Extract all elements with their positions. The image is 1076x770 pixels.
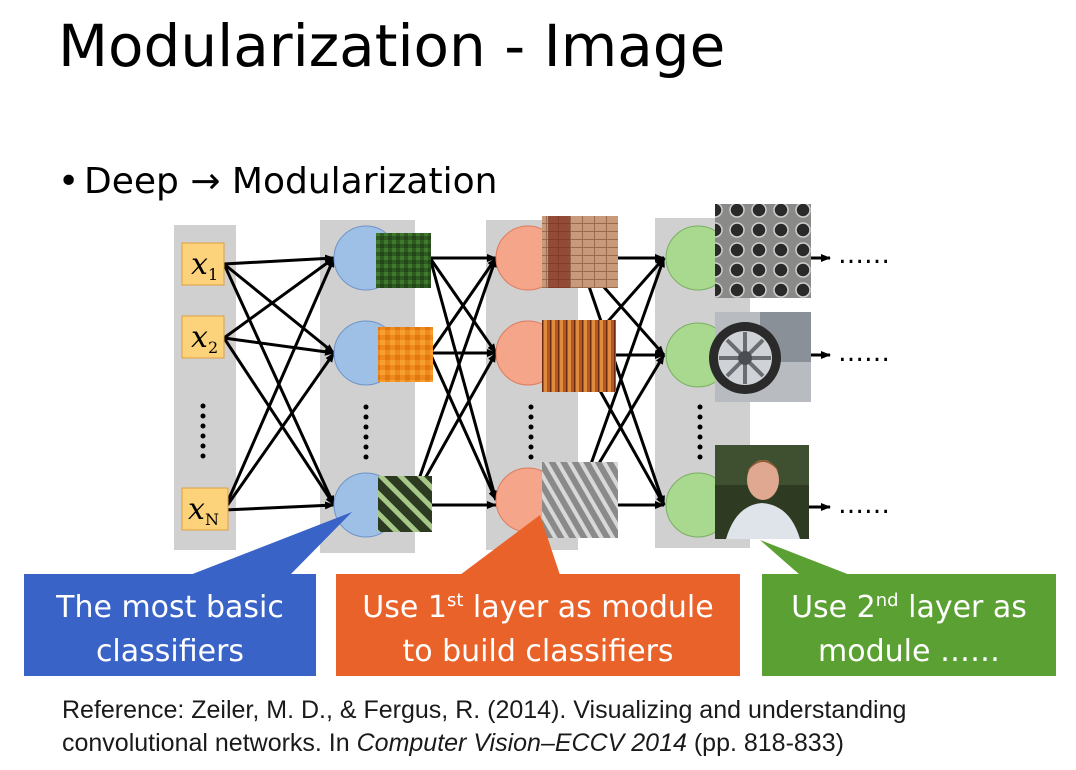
- callout-first-layer-line2: to build classifiers: [402, 634, 674, 669]
- input-x2-sub: 2: [208, 338, 218, 357]
- input-node-x1: x 1: [181, 242, 225, 286]
- reference-citation: Reference: Zeiler, M. D., & Fergus, R. (…: [62, 694, 906, 760]
- input-node-xN: x N: [181, 487, 229, 531]
- feature-image-stripe-texture: [542, 462, 618, 538]
- reference-venue: Computer Vision–ECCV 2014: [356, 729, 687, 757]
- feature-image-brick-dark-band: [548, 216, 570, 288]
- output-arrows: [808, 254, 831, 511]
- feature-image-wood-texture: [542, 320, 616, 392]
- output-ellipsis-bot: ……: [838, 490, 890, 520]
- connections-input-layer1: [222, 254, 336, 512]
- reference-line2-pre: convolutional networks. In: [62, 729, 357, 757]
- input-node-x2: x 2: [181, 315, 225, 359]
- reference-pages: (pp. 818-833): [686, 729, 844, 757]
- orange-callout-pointer: [460, 515, 560, 575]
- callout-first-layer-line1: Use 1st layer as module: [336, 586, 740, 630]
- callout-second-layer-sup: nd: [875, 590, 899, 611]
- callout-second-layer-line1: Use 2nd layer as: [762, 586, 1056, 630]
- feature-image-orange-patch: [378, 327, 433, 382]
- callout-first-layer-module: Use 1st layer as module to build classif…: [336, 574, 740, 676]
- reference-line1: Reference: Zeiler, M. D., & Fergus, R. (…: [62, 696, 907, 724]
- bullet-dot: •: [58, 161, 80, 202]
- callout-second-layer-line2: module ……: [818, 634, 1000, 669]
- output-ellipsis-mid: ……: [838, 338, 890, 368]
- input-x1-sub: 1: [208, 265, 218, 284]
- callout-basic-line1: The most basic: [56, 590, 284, 625]
- feature-image-green-patch: [376, 233, 431, 288]
- callout-second-layer-pre: Use 2: [791, 590, 876, 625]
- reference-line2: convolutional networks. In Computer Visi…: [62, 727, 906, 760]
- connections-layer1-layer2: [408, 254, 498, 509]
- callout-second-layer-module: Use 2nd layer as module ……: [762, 574, 1056, 676]
- bullet-point: •Deep → Modularization: [58, 160, 497, 204]
- feature-image-diagonal-edge: [378, 476, 432, 532]
- input-x1-var: x: [191, 247, 208, 282]
- callout-basic-classifiers: The most basic classifiers: [24, 574, 316, 676]
- callout-first-layer-post: layer as module: [463, 590, 714, 625]
- blue-callout-pointer: [190, 512, 352, 575]
- vertical-ellipsis-input: [200, 403, 206, 459]
- input-xN-sub: N: [205, 510, 219, 529]
- bullet-text: Deep → Modularization: [84, 161, 498, 202]
- callout-second-layer-post: layer as: [898, 590, 1027, 625]
- callout-basic-line2: classifiers: [95, 634, 245, 669]
- feature-image-honeycomb: [715, 204, 811, 298]
- output-ellipsis-top: ……: [838, 240, 890, 270]
- feature-image-car-wheel: [709, 312, 811, 402]
- input-xN-var: x: [188, 492, 205, 527]
- feature-image-face-photo: [715, 445, 809, 539]
- vertical-ellipsis-layer3: [697, 404, 703, 460]
- slide-title: Modularization - Image: [58, 12, 726, 80]
- green-callout-pointer: [760, 540, 850, 575]
- input-x2-var: x: [191, 320, 208, 355]
- vertical-ellipsis-layer1: [363, 404, 369, 460]
- vertical-ellipsis-layer2: [528, 404, 534, 460]
- callout-first-layer-pre: Use 1: [362, 590, 447, 625]
- callout-first-layer-sup: st: [446, 590, 464, 611]
